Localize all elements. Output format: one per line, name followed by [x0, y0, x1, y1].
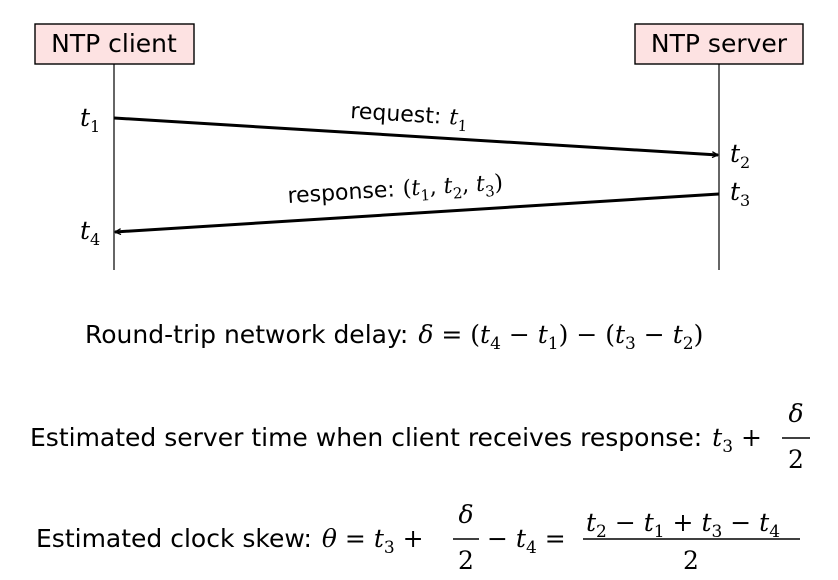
estimate-formula: Estimated server time when client receiv… [30, 399, 810, 474]
svg-text:− t4 =: − t4 = [487, 524, 566, 558]
client-label: NTP client [51, 29, 177, 58]
request-arrow [113, 116, 718, 155]
server-box: NTP server [634, 23, 804, 65]
response-label: response:(t1, t2, t3) [287, 170, 504, 212]
server-label: NTP server [651, 29, 788, 58]
svg-text:δ: δ [458, 500, 473, 529]
svg-text:Estimated server time when cli: Estimated server time when client receiv… [30, 423, 762, 457]
t4-label: t4 [80, 216, 100, 249]
svg-text:t2 − t1 + t3 − t4: t2 − t1 + t3 − t4 [586, 508, 780, 542]
response-arrow [115, 192, 720, 232]
svg-text:2: 2 [788, 445, 804, 474]
t1-label: t1 [80, 103, 100, 136]
svg-text:Estimated clock skew:θ = t3 +: Estimated clock skew:θ = t3 + [36, 524, 424, 558]
skew-formula: Estimated clock skew:θ = t3 + δ 2 − t4 =… [36, 500, 800, 575]
delay-formula: Round-trip network delay:δ = (t4 − t1) −… [85, 320, 703, 354]
t3-label: t3 [730, 177, 750, 210]
svg-text:2: 2 [458, 546, 474, 575]
t2-label: t2 [730, 139, 750, 172]
svg-text:δ: δ [788, 399, 803, 428]
svg-text:2: 2 [683, 546, 699, 575]
request-label: request:t1 [349, 99, 468, 135]
client-box: NTP client [34, 23, 195, 65]
